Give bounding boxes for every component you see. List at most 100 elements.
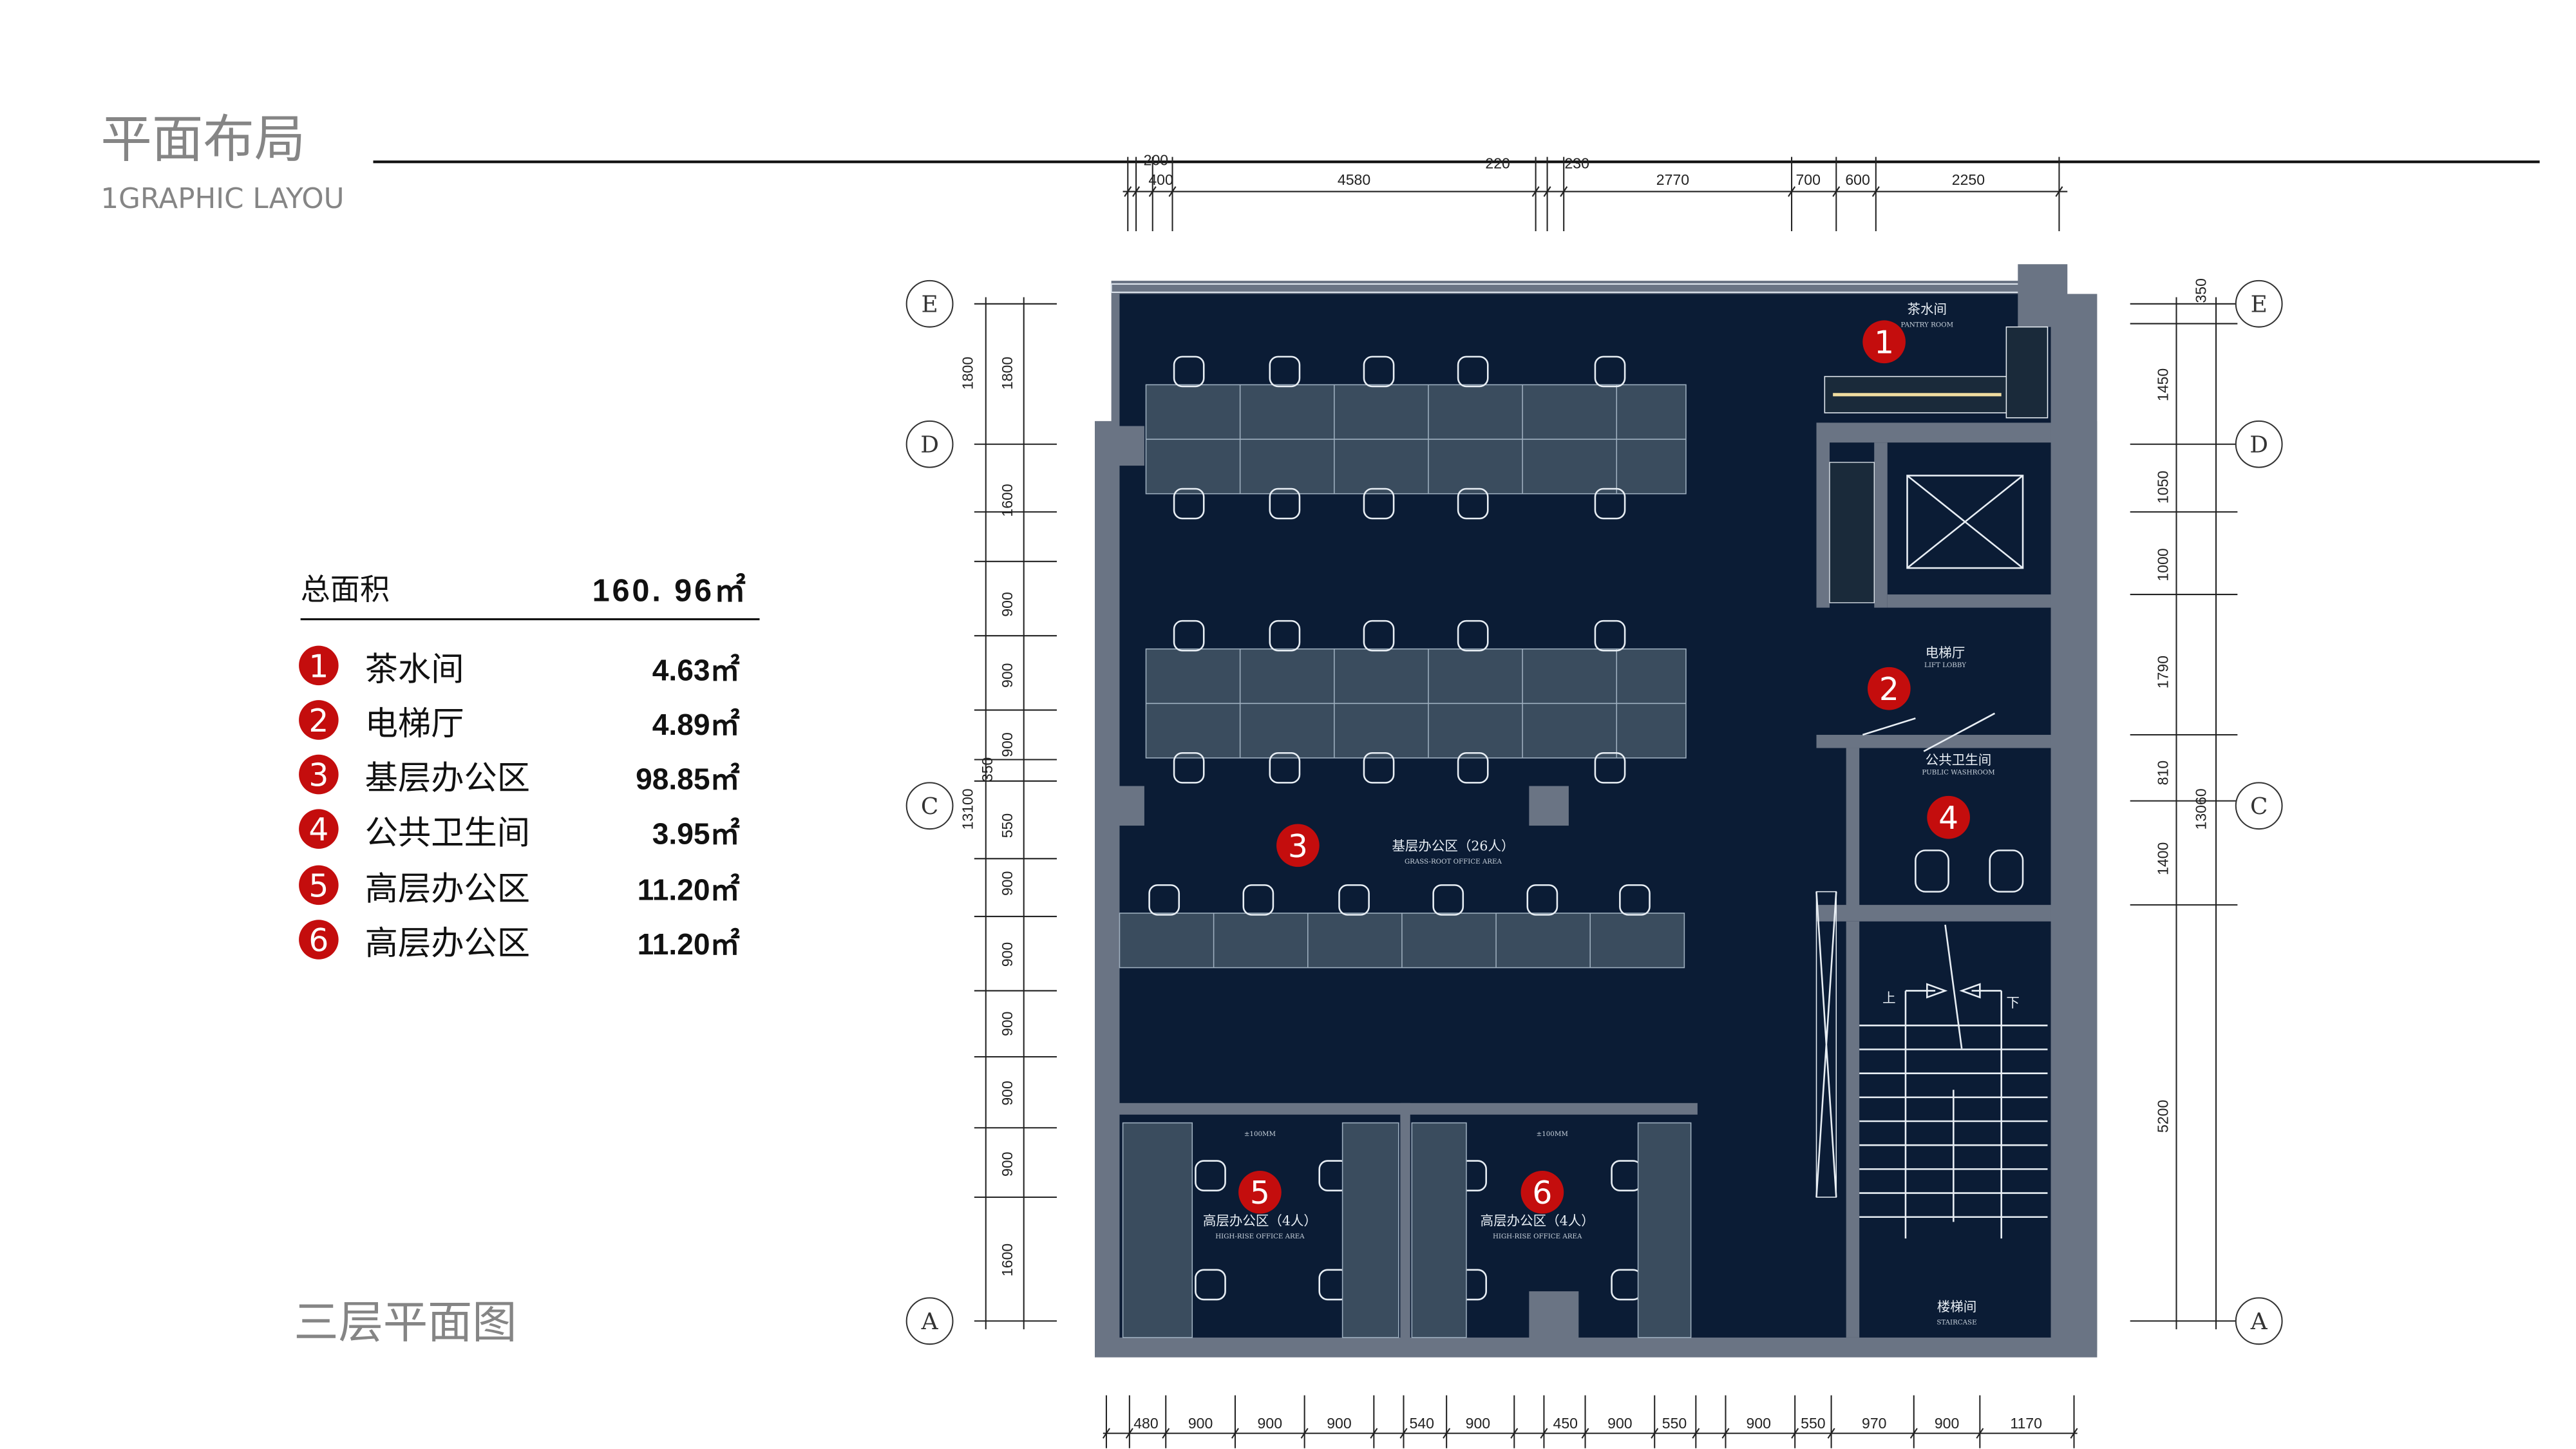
dimension-line bbox=[2070, 1428, 2078, 1439]
dimension-line bbox=[1543, 186, 1551, 197]
dimension-line bbox=[1162, 1428, 1170, 1439]
chair bbox=[1594, 488, 1626, 520]
axis-label: E bbox=[921, 292, 938, 318]
dimension-label: 2770 bbox=[1656, 171, 1689, 188]
chair bbox=[1173, 620, 1205, 652]
dimension-line bbox=[1832, 186, 1841, 197]
axis-bubble-right bbox=[2235, 782, 2283, 830]
dimension-label: 1800 bbox=[999, 357, 1016, 390]
axis-label: A bbox=[921, 1309, 939, 1335]
dimension-line bbox=[1721, 1428, 1730, 1439]
senior6-note: ±100MM bbox=[1537, 1130, 1568, 1138]
chair bbox=[1363, 620, 1395, 652]
dimension-label: 1790 bbox=[2155, 656, 2172, 688]
dimension-label: 13060 bbox=[2193, 788, 2210, 829]
dimension-line bbox=[1581, 1428, 1589, 1439]
dimension-line bbox=[1909, 1428, 1918, 1439]
legend-marker-2 bbox=[299, 700, 339, 740]
dimension-line bbox=[1788, 186, 1796, 197]
dimension-label: 400 bbox=[1148, 171, 1173, 188]
room-marker-6 bbox=[1520, 1170, 1564, 1214]
dimension-line bbox=[1148, 186, 1157, 197]
dimension-label: 13100 bbox=[959, 788, 976, 829]
legend-item-name: 公共卫生间 bbox=[365, 813, 530, 852]
dimension-line bbox=[1399, 1428, 1408, 1439]
dimension-line bbox=[1168, 186, 1177, 197]
chair bbox=[1363, 488, 1395, 520]
legend-marker-number: 1 bbox=[308, 649, 328, 685]
room-marker-4 bbox=[1927, 795, 1970, 839]
legend-marker-6 bbox=[299, 920, 339, 960]
legend-marker-number: 2 bbox=[308, 703, 328, 739]
axis-label: C bbox=[2250, 793, 2268, 820]
dimension-label: 5200 bbox=[2155, 1100, 2172, 1133]
dimension-line bbox=[1871, 186, 1880, 197]
dimension-label: 1400 bbox=[2155, 842, 2172, 875]
dimension-line bbox=[1827, 1428, 1835, 1439]
senior5-label: 高层办公区（4人） bbox=[1203, 1213, 1317, 1229]
legend-item-area: 11.20㎡ bbox=[638, 927, 740, 961]
dimension-label: 700 bbox=[1795, 171, 1820, 188]
stair-up-label: 上 bbox=[1882, 990, 1896, 1005]
dimension-label: 1600 bbox=[999, 1244, 1016, 1276]
dimension-label: 1450 bbox=[2155, 368, 2172, 401]
legend-marker-number: 4 bbox=[308, 812, 328, 848]
page-subtitle: 1GRAPHIC LAYOU bbox=[100, 183, 344, 215]
lobby-label-en: LIFT LOBBY bbox=[1924, 661, 1966, 669]
legend-marker-number: 5 bbox=[308, 868, 328, 904]
chair bbox=[1269, 620, 1301, 652]
dimension-label: 1600 bbox=[999, 484, 1016, 516]
dimension-label: 550 bbox=[1801, 1415, 1825, 1432]
chair bbox=[1432, 884, 1464, 916]
dimension-line bbox=[1370, 1428, 1378, 1439]
chair bbox=[1173, 752, 1205, 784]
dimension-label: 230 bbox=[1564, 155, 1589, 172]
dimension-label: 900 bbox=[999, 1012, 1016, 1036]
dimension-label: 480 bbox=[1133, 1415, 1158, 1432]
legend-item-name: 基层办公区 bbox=[365, 759, 530, 798]
senior6-label: 高层办公区（4人） bbox=[1481, 1213, 1595, 1229]
dimension-label: 900 bbox=[999, 663, 1016, 687]
dimension-label: 4580 bbox=[1338, 171, 1370, 188]
chair bbox=[1173, 488, 1205, 520]
legend-marker-5 bbox=[299, 865, 339, 905]
chair bbox=[1148, 884, 1180, 916]
room-marker-number: 6 bbox=[1532, 1175, 1552, 1211]
axis-label: D bbox=[2249, 432, 2268, 459]
dimension-label: 900 bbox=[999, 871, 1016, 896]
dimension-line bbox=[1102, 1428, 1110, 1439]
dimension-line bbox=[1132, 186, 1141, 197]
dimension-line bbox=[1531, 186, 1540, 197]
dimension-label: 350 bbox=[2193, 278, 2210, 303]
stair-label-en: STAIRCASE bbox=[1937, 1318, 1976, 1326]
dimension-label: 900 bbox=[999, 942, 1016, 967]
legend-item-area: 4.89㎡ bbox=[652, 708, 740, 741]
plan-title: 三层平面图 bbox=[294, 1297, 516, 1349]
dimension-line bbox=[1125, 1428, 1133, 1439]
axis-bubble-right bbox=[2235, 1297, 2283, 1345]
chair bbox=[1269, 752, 1301, 784]
legend-marker-number: 6 bbox=[308, 923, 328, 959]
dimension-label: 1000 bbox=[2155, 548, 2172, 581]
room-marker-1 bbox=[1862, 320, 1906, 364]
axis-bubble-left bbox=[905, 420, 954, 468]
elevator-shaft bbox=[1906, 475, 2024, 569]
dimension-label: 2250 bbox=[1952, 171, 1985, 188]
dimension-label: 540 bbox=[1409, 1415, 1434, 1432]
dimension-label: 900 bbox=[999, 1081, 1016, 1105]
dimension-line bbox=[1791, 1428, 1799, 1439]
total-area-label: 总面积 bbox=[301, 572, 390, 607]
chair bbox=[1457, 752, 1489, 784]
chair bbox=[1173, 355, 1205, 388]
dimension-label: 900 bbox=[999, 1151, 1016, 1176]
dimension-label: 900 bbox=[1258, 1415, 1282, 1432]
legend-item-name: 茶水间 bbox=[365, 650, 464, 688]
total-area-value: 160. 96㎡ bbox=[592, 573, 748, 608]
dimension-label: 970 bbox=[1862, 1415, 1886, 1432]
chair bbox=[1338, 884, 1370, 916]
lobby-label: 电梯厅 bbox=[1926, 645, 1965, 661]
dimension-label: 900 bbox=[1935, 1415, 1959, 1432]
dimension-label: 900 bbox=[1607, 1415, 1632, 1432]
dimension-line bbox=[1124, 186, 1132, 197]
senior5-note: ±100MM bbox=[1244, 1130, 1276, 1138]
